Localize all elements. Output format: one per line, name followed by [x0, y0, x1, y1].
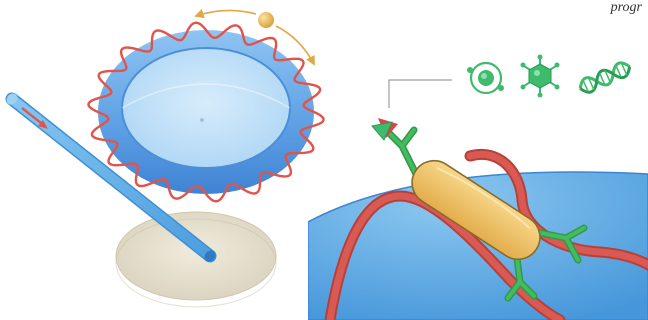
nanoparticle	[258, 12, 274, 28]
callout-leader-line	[389, 80, 452, 108]
orbit-arrow	[196, 10, 256, 16]
dna-helix-icon	[577, 60, 632, 96]
atom-icon	[467, 63, 504, 93]
corner-text: progr	[611, 0, 642, 16]
virus-icon	[521, 55, 560, 98]
resonator-panel	[4, 10, 323, 307]
optical-ring-resonator	[88, 23, 323, 202]
base-disk	[116, 212, 276, 300]
